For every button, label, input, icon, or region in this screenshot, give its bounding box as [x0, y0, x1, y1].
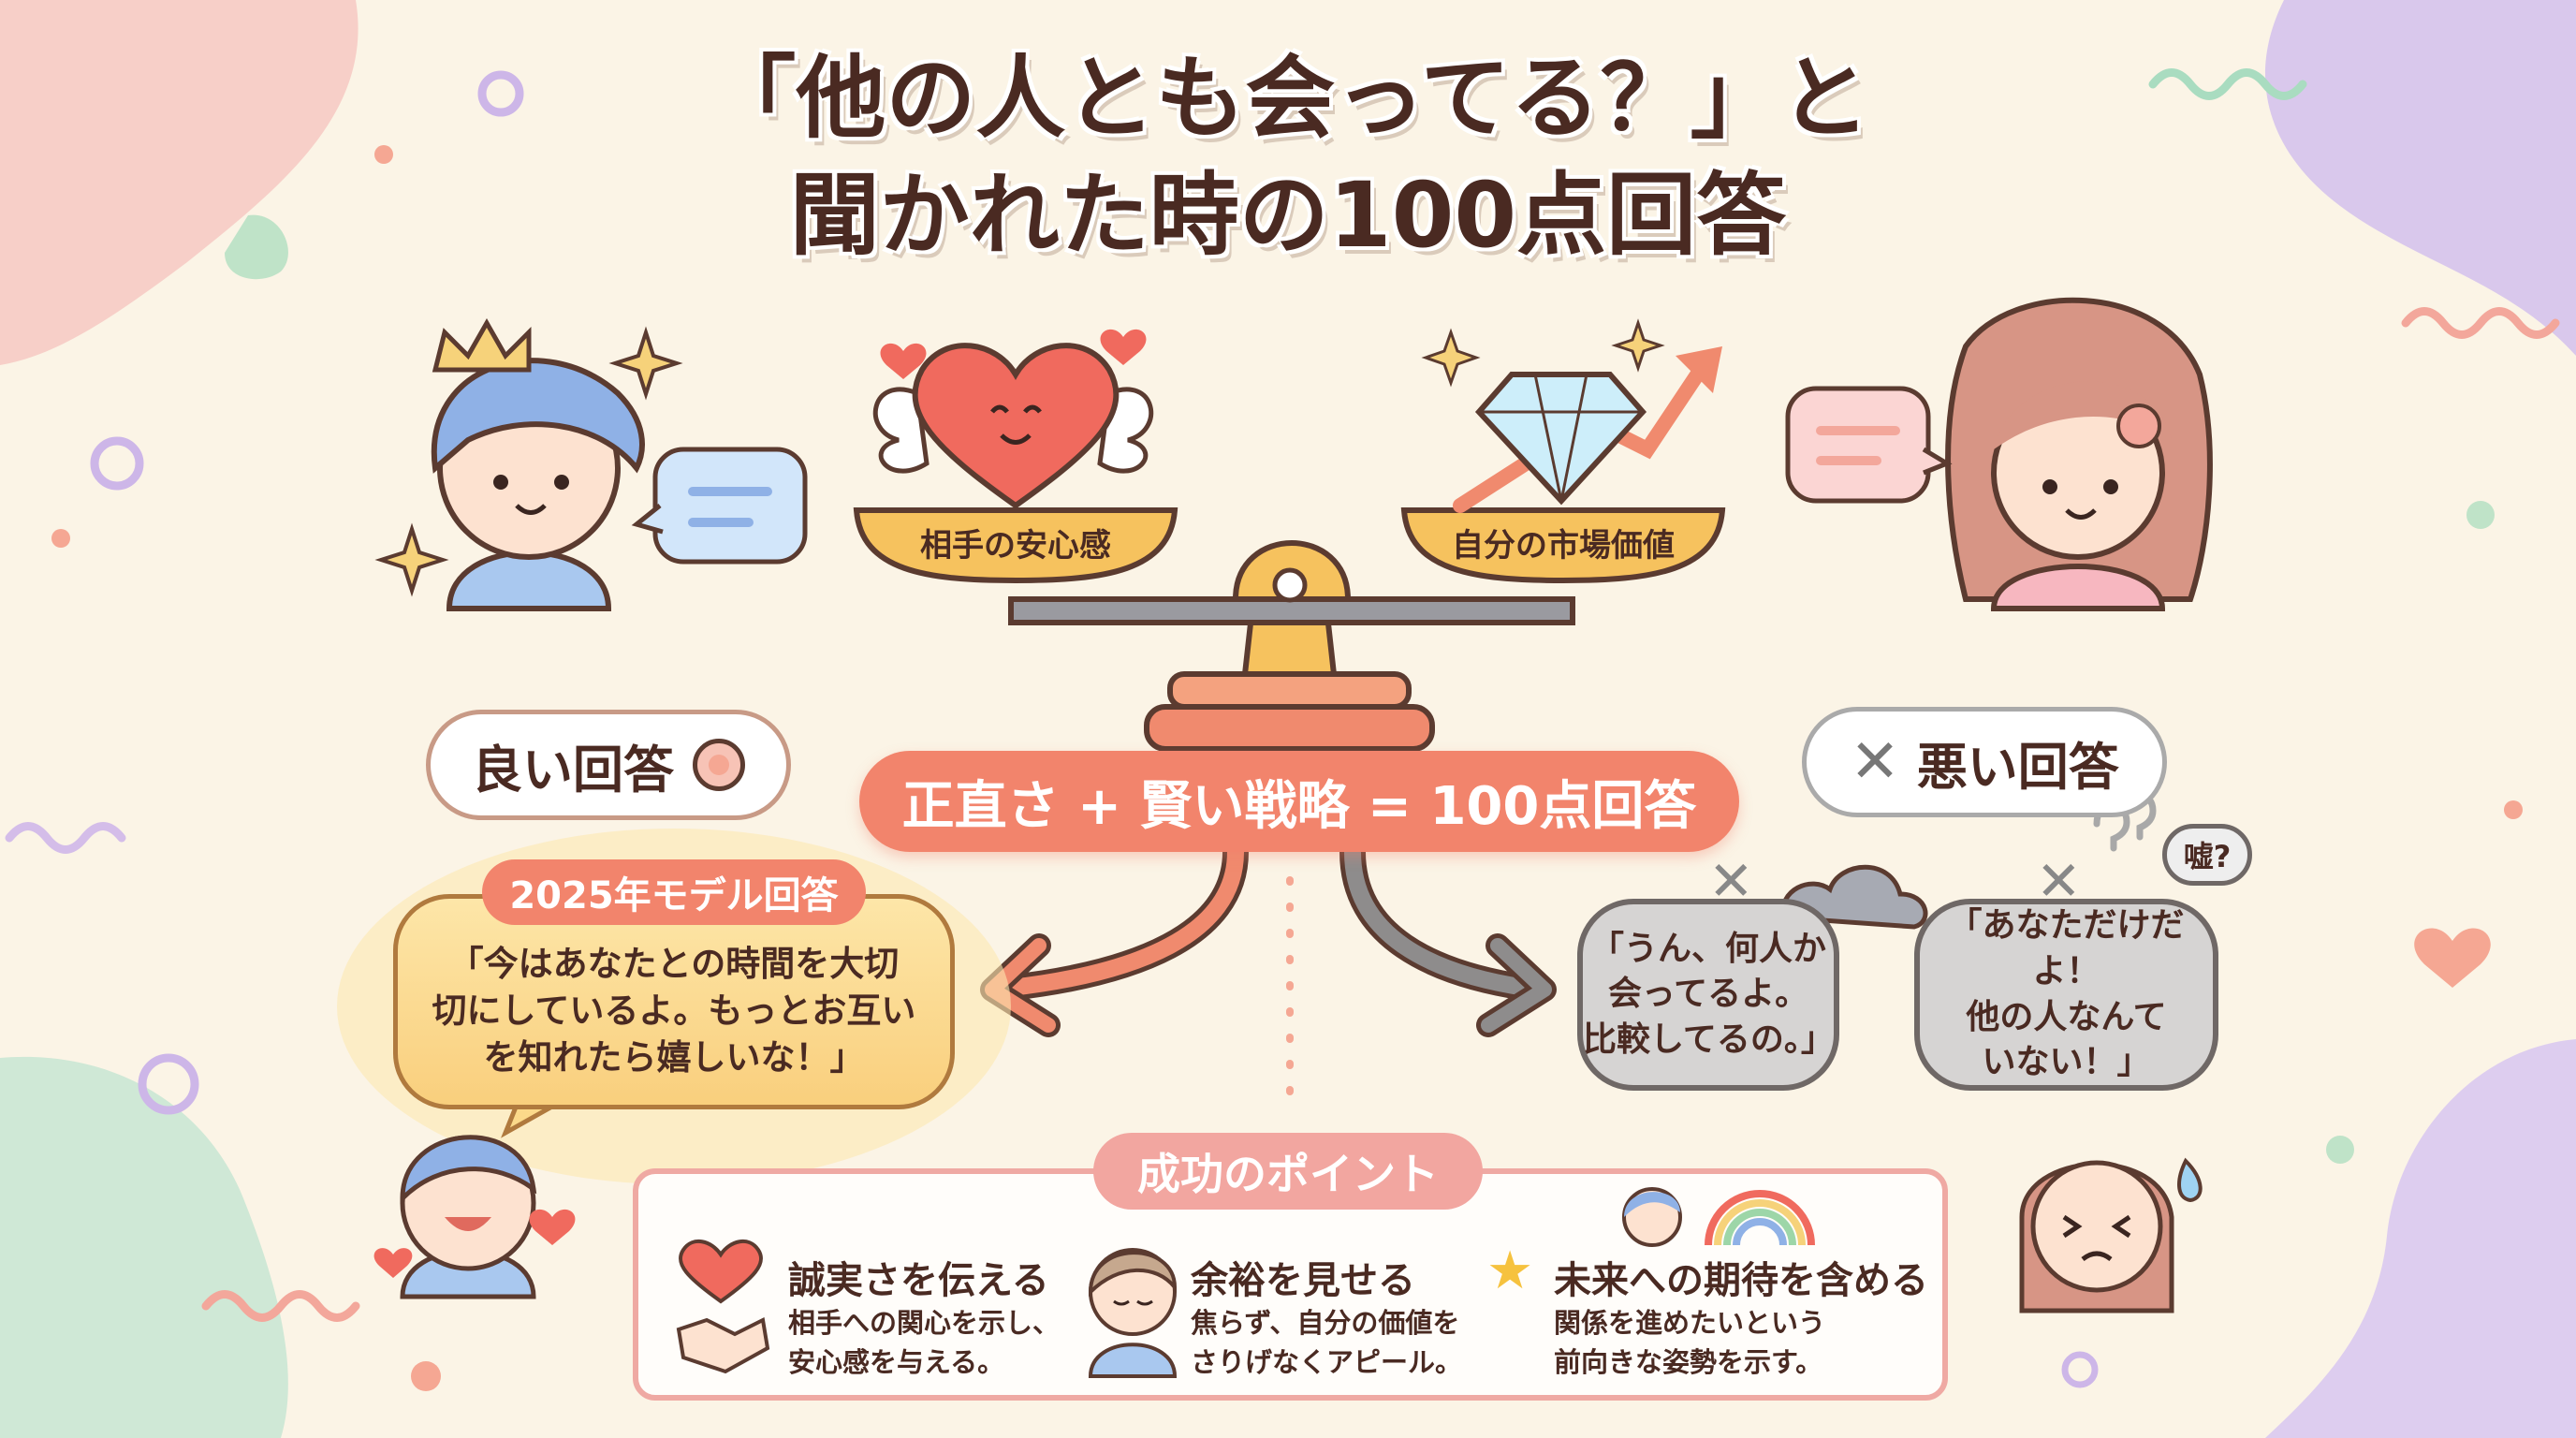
- desc-line: 相手への関心を示し、: [788, 1307, 1061, 1339]
- quote-line: 「今はあなたとの時間を大切: [448, 944, 900, 985]
- quote-line: 他の人なんて: [1966, 997, 2167, 1036]
- point-1-desc: 相手への関心を示し、 安心感を与える。: [788, 1303, 1060, 1382]
- pink-blob: [0, 0, 359, 365]
- quote-line: 切にしているよ。もっとお互い: [432, 990, 916, 1032]
- desc-line: さりげなくアピール。: [1191, 1346, 1463, 1379]
- desc-line: 焦らず、自分の価値を: [1191, 1307, 1460, 1339]
- worried-girl-character: [2019, 1157, 2203, 1313]
- heart-handshake-icon: [669, 1236, 772, 1376]
- wave-deco: [201, 1290, 360, 1322]
- point-3-title: 未来への期待を含める: [1554, 1259, 1928, 1302]
- quote-line: 会ってるよ。: [1607, 975, 1809, 1014]
- success-points-tag: 成功のポイント: [1093, 1133, 1483, 1210]
- x-icon: ✕: [1708, 849, 1754, 913]
- sparkle-icon: [374, 522, 449, 597]
- ring-deco: [90, 436, 144, 491]
- good-answer-text: 良い回答: [472, 740, 674, 800]
- sparkle-icon: [608, 326, 683, 401]
- diamond-icon: [1474, 372, 1647, 506]
- bad-answer-label: ✕ 悪い回答: [1802, 707, 2167, 817]
- green-drop: [225, 214, 288, 280]
- x-icon: ✕: [1850, 727, 1900, 797]
- desc-line: 関係を進めたいという: [1554, 1307, 1826, 1339]
- title-line-1: 「他の人とも会ってる？」と: [706, 46, 1870, 151]
- sweat-drop-icon: [2177, 1157, 2203, 1203]
- heart-icon: [1100, 329, 1147, 365]
- heart-icon: [912, 343, 1120, 509]
- girl-character: [1945, 297, 2213, 611]
- crown-icon: [432, 317, 532, 373]
- quote-line: 「うん、何人か: [1589, 929, 1826, 968]
- lie-aside-bubble: 嘘?: [2162, 824, 2252, 886]
- heart-deco: [2414, 928, 2491, 988]
- quote-line: 「あなただけだよ！: [1948, 906, 2185, 990]
- happy-boy-character: [373, 1135, 576, 1299]
- boy-character: [374, 317, 683, 611]
- blue-speech-bubble: [631, 447, 808, 565]
- balance-scale: [853, 318, 1726, 752]
- right-pan-label: 自分の市場価値: [1452, 527, 1675, 565]
- flower-icon: [2116, 404, 2161, 448]
- sparkle-icon: [1611, 318, 1665, 373]
- good-answer-label: 良い回答: [426, 710, 791, 820]
- bad-answer-bubble-1: 「うん、何人か 会ってるよ。 比較してるの。」: [1577, 899, 1839, 1091]
- point-2-desc: 焦らず、自分の価値を さりげなくアピール。: [1191, 1303, 1462, 1382]
- point-1-title: 誠実さを伝える: [788, 1259, 1049, 1302]
- formula-banner: 正直さ + 賢い戦略 = 100点回答: [859, 751, 1739, 852]
- purple-blob-top: [2265, 0, 2576, 356]
- desc-line: 前向きな姿勢を示す。: [1554, 1346, 1823, 1379]
- heart-icon: [373, 1248, 413, 1278]
- heart-icon: [529, 1209, 576, 1245]
- green-blob: [0, 1056, 288, 1438]
- wave-deco: [5, 822, 126, 854]
- x-icon: ✕: [2036, 849, 2082, 913]
- quote-line: 比較してるの。」: [1583, 1020, 1835, 1059]
- heart-icon: [880, 343, 927, 379]
- left-pan: [853, 507, 1178, 584]
- ring-deco: [138, 1053, 199, 1115]
- quote-line: いない！」: [1982, 1043, 2151, 1082]
- model-answer-bubble: 「今はあなたとの時間を大切 切にしているよ。もっとお互い を知れたら嬉しいな！」: [393, 894, 955, 1109]
- bad-answer-text: 悪い回答: [1916, 737, 2119, 797]
- wave-deco: [2401, 307, 2560, 339]
- desc-line: 安心感を与える。: [788, 1346, 1005, 1379]
- point-2-title: 余裕を見せる: [1191, 1259, 1415, 1302]
- boy-and-rainbow-icon: [1615, 1180, 1830, 1247]
- bad-answer-bubble-2: 「あなただけだよ！ 他の人なんて いない！」: [1914, 899, 2218, 1091]
- purple-blob-bottom: [2265, 1039, 2576, 1438]
- flower-icon: [693, 739, 745, 791]
- ring-deco: [477, 70, 524, 117]
- right-pan: [1400, 507, 1726, 584]
- title-line-2: 聞かれた時の100点回答: [789, 163, 1787, 268]
- ring-deco: [2061, 1351, 2099, 1388]
- sparkle-icon: [1421, 328, 1481, 388]
- wing-icon: [872, 387, 929, 474]
- wave-deco: [2148, 68, 2307, 100]
- pink-speech-bubble: [1785, 386, 1953, 504]
- quote-line: を知れたら嬉しいな！」: [483, 1036, 865, 1078]
- left-pan-label: 相手の安心感: [920, 527, 1111, 565]
- point-3-desc: 関係を進めたいという 前向きな姿勢を示す。: [1554, 1303, 1825, 1382]
- star-icon: ★: [1486, 1240, 1534, 1301]
- model-answer-tag: 2025年モデル回答: [482, 859, 866, 925]
- calm-person-icon: [1081, 1222, 1184, 1381]
